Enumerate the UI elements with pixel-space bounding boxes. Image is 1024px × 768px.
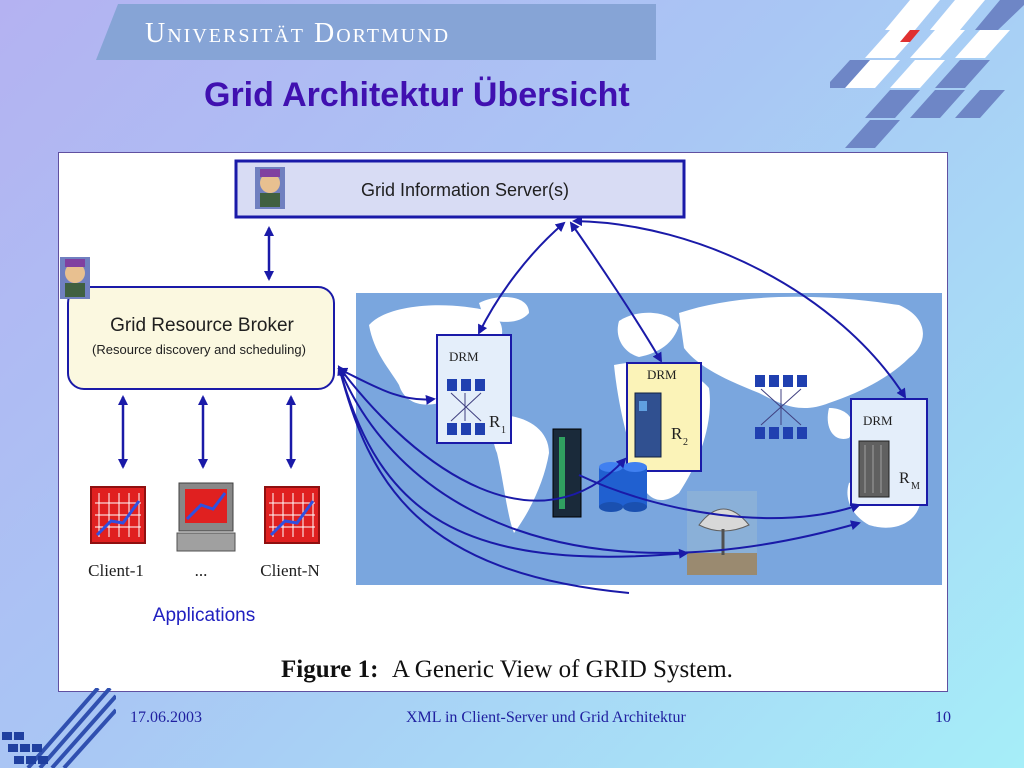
figure-caption-label: Figure 1: <box>281 656 378 683</box>
drm-rm-box: DRM R M <box>850 398 928 506</box>
figure-caption-text: A Generic View of GRID System. <box>387 656 733 683</box>
client-1-label: Client-1 <box>88 561 144 580</box>
svg-text:DRM: DRM <box>863 413 893 428</box>
university-logo-icon <box>830 0 1024 148</box>
info-server-box <box>234 159 686 219</box>
svg-text:R: R <box>899 470 910 487</box>
drm-r1-box: DRM R 1 <box>436 334 512 444</box>
svg-text:R: R <box>671 424 683 443</box>
client-1-icon <box>90 486 146 544</box>
footer-date: 17.06.2003 <box>130 709 202 726</box>
svg-text:1: 1 <box>501 425 506 436</box>
info-server-label: Grid Information Server(s) <box>361 180 569 200</box>
svg-text:DRM: DRM <box>449 349 479 364</box>
workstation-icon <box>176 482 236 552</box>
supercomputer-icon <box>552 428 582 518</box>
client-n-icon <box>264 486 320 544</box>
footer-title: XML in Client-Server und Grid Architektu… <box>406 709 686 726</box>
satellite-dish-icon <box>687 491 757 575</box>
person-icon <box>255 167 285 209</box>
applications-label: Applications <box>153 605 255 626</box>
footer-logo-icon <box>2 688 116 768</box>
university-name: Universität Dortmund <box>145 18 451 49</box>
grid-architecture-figure: Grid Information Server(s) Grid Resource… <box>58 152 948 692</box>
broker-subtitle: (Resource discovery and scheduling) <box>92 342 306 357</box>
svg-text:R: R <box>489 412 501 431</box>
resource-broker-box <box>67 286 335 390</box>
client-n-label: Client-N <box>260 561 320 580</box>
page-number: 10 <box>935 709 951 726</box>
client-ellipsis-label: ... <box>195 561 208 580</box>
person-icon <box>60 257 90 299</box>
slide-title: Grid Architektur Übersicht <box>204 76 630 114</box>
university-band <box>96 4 656 60</box>
svg-text:DRM: DRM <box>647 367 677 382</box>
drm-r2-box: DRM R 2 <box>626 362 702 472</box>
broker-title: Grid Resource Broker <box>110 315 294 336</box>
svg-text:M: M <box>911 481 920 492</box>
grid-diagram: Grid Information Server(s) Grid Resource… <box>60 159 942 683</box>
svg-text:2: 2 <box>683 437 688 448</box>
